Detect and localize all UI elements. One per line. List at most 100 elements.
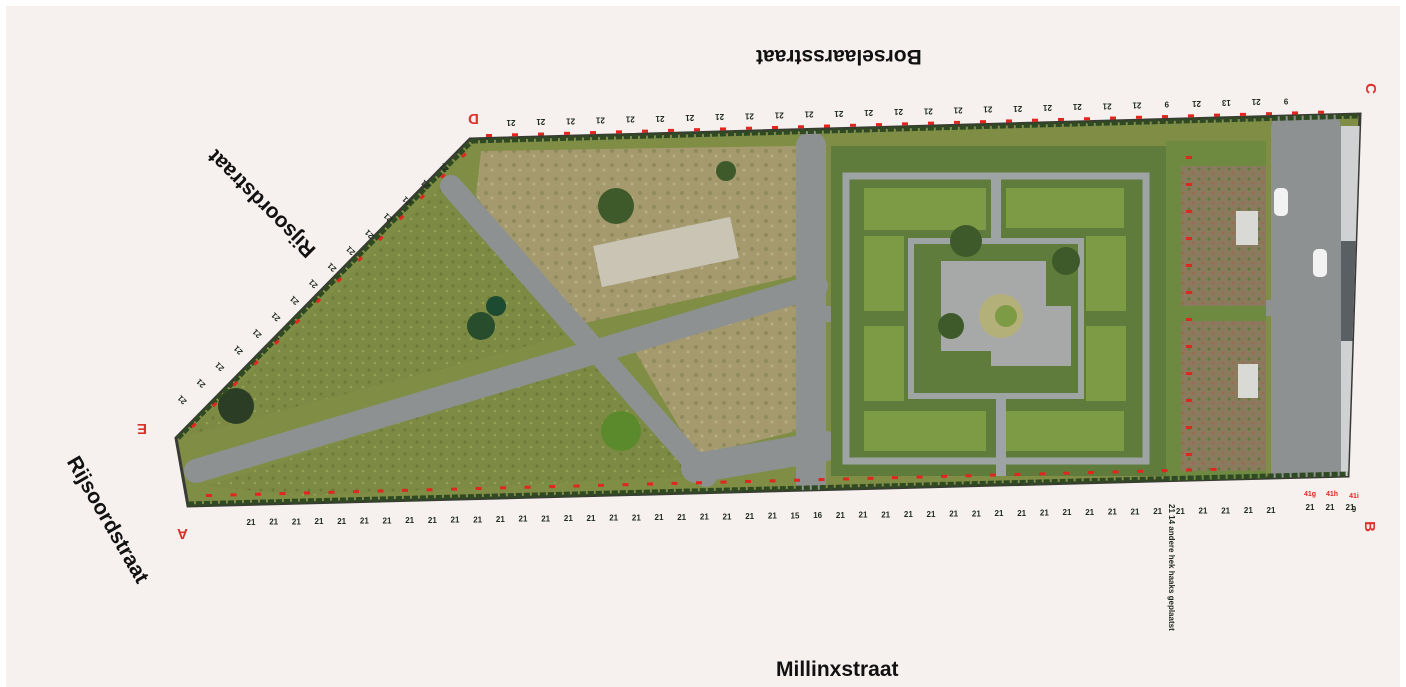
bottom-measurement: 21: [360, 517, 369, 526]
red-marker: [1186, 453, 1192, 456]
bottom-measurement: 21: [519, 515, 528, 524]
red-marker: [440, 173, 446, 179]
trees: [218, 161, 1080, 451]
red-marker: [642, 129, 648, 133]
parked-car: [1313, 249, 1327, 277]
red-marker: [211, 401, 218, 408]
red-marker: [1240, 112, 1246, 116]
red-marker: [460, 152, 467, 159]
red-marker: [1292, 111, 1298, 115]
top-measurement: 21: [595, 115, 604, 124]
red-marker: [475, 486, 482, 490]
bottom-measurement: 21: [1221, 506, 1230, 515]
red-marker: [304, 491, 310, 495]
bottom-measurement: 21: [315, 517, 324, 526]
diagonal-measurement: 21: [232, 343, 245, 356]
bottom-measurement: 21: [859, 511, 868, 520]
top-measurement: 9: [1164, 100, 1169, 109]
bottom-measurement: 21: [927, 510, 936, 519]
bottom-measurement: 21: [1017, 509, 1026, 518]
fence-note: 21 14 andere hek haaks geplaatst: [1167, 504, 1176, 631]
top-measurement: 21: [894, 107, 903, 116]
bottom-measurement: 21: [587, 514, 596, 523]
red-marker: [274, 339, 280, 346]
bottom-measurement: 21: [1153, 507, 1162, 516]
bottom-measurement: 21: [655, 513, 664, 522]
red-marker: [696, 481, 702, 485]
red-marker: [253, 360, 259, 366]
gravel-patch: [593, 216, 739, 288]
red-marker: [1186, 183, 1192, 186]
red-marker: [1186, 345, 1192, 348]
top-measurement: 21: [804, 110, 813, 119]
corner-label-c: C: [1361, 83, 1379, 94]
red-marker: [357, 256, 363, 262]
right-bottom-measurement: 21: [1326, 503, 1335, 512]
top-measurement: 21: [685, 113, 694, 122]
red-marker: [694, 128, 700, 132]
bottom-measurement: 21: [949, 510, 958, 519]
red-marker: [573, 484, 580, 488]
street-label-north: Borselaarsstraat: [756, 45, 922, 68]
red-marker: [598, 483, 604, 487]
bottom-measurement: 21: [1199, 507, 1208, 516]
bottom-measurement: 21: [745, 512, 754, 521]
red-marker: [1186, 291, 1192, 294]
red-marker: [512, 133, 518, 137]
corner-label-a: A: [177, 525, 188, 542]
south-lawn: [206, 361, 696, 496]
bottom-measurement: 21: [904, 510, 913, 519]
red-marker: [1186, 399, 1192, 402]
bottom-measurements: 21 21 21 21 21 21 21 21 21 21 21 21 21 21 21 21 21 21 21 21…: [247, 506, 1276, 527]
red-marker: [818, 478, 825, 482]
red-marker: [191, 422, 197, 429]
top-measurement: 13: [1221, 98, 1230, 107]
bottom-measurement: 21: [700, 513, 709, 522]
red-marker: [524, 485, 531, 489]
red-marker: [1186, 468, 1192, 472]
top-measurement: 21: [923, 106, 932, 115]
top-measurement: 21: [1013, 104, 1022, 113]
red-marker: [647, 482, 653, 486]
bottom-measurement: 21: [1176, 507, 1185, 516]
top-measurement: 21: [1072, 102, 1081, 111]
red-marker: [965, 474, 972, 478]
bottom-measurement: 21: [995, 509, 1004, 518]
red-marker: [426, 488, 433, 492]
red-marker: [590, 131, 596, 135]
top-measurement: 21: [774, 110, 783, 119]
red-marker: [769, 479, 776, 483]
bottom-measurement: 21: [1131, 507, 1140, 516]
bottom-measurement: 21: [881, 510, 890, 519]
red-marker: [398, 214, 405, 221]
top-measurement: 21: [744, 111, 753, 120]
red-marker: [772, 125, 778, 129]
right-extra-label: 41i: [1349, 493, 1359, 500]
red-marker: [794, 478, 800, 482]
bottom-measurement: 21: [269, 518, 278, 527]
red-marker: [824, 124, 830, 128]
red-marker: [1136, 115, 1142, 119]
red-marker: [538, 132, 544, 136]
red-marker: [622, 483, 629, 487]
red-marker: [451, 487, 457, 491]
red-marker: [1084, 117, 1090, 121]
hedges: [176, 113, 1359, 507]
bottom-measurement: 21: [632, 513, 641, 522]
north-dry-area: [476, 146, 796, 326]
corner-label-e: E: [137, 420, 148, 437]
red-marker: [980, 120, 986, 124]
top-measurement: 21: [1192, 99, 1201, 108]
red-marker: [377, 489, 384, 493]
top-measurement: 21: [953, 105, 962, 114]
red-marker: [336, 277, 343, 283]
bottom-measurement: 21: [1108, 508, 1117, 517]
red-marker: [294, 318, 301, 325]
top-measurement: 21: [655, 114, 664, 123]
top-measurement: 21: [1043, 103, 1052, 112]
red-marker: [232, 380, 239, 387]
red-marker: [1186, 426, 1192, 429]
red-marker: [1188, 114, 1194, 118]
red-marker: [850, 123, 856, 127]
